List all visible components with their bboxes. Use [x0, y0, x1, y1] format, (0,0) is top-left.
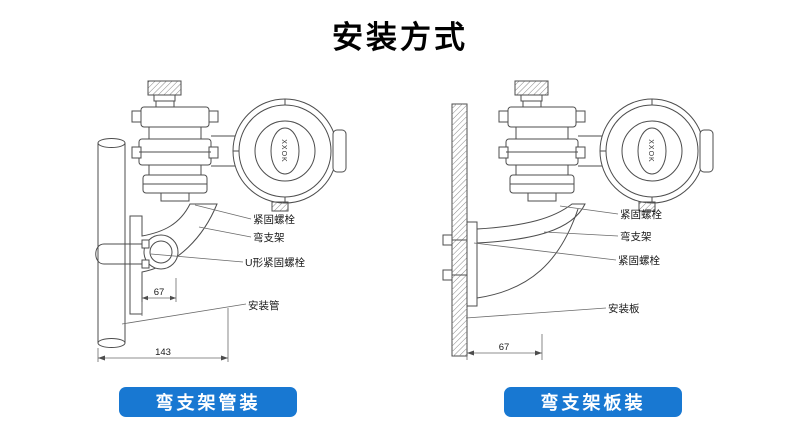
plate-mount-drawing: XXOK 紧固螺栓 [442, 80, 714, 360]
pipe-mount-drawing: XXOK [95, 80, 347, 362]
label-fastening-bolt: 紧固螺栓 [620, 208, 662, 221]
housing-end-cap [332, 129, 347, 173]
nameplate [637, 127, 667, 175]
dim-overall-width: 143 [155, 347, 171, 358]
label-fastening-bolt: 紧固螺栓 [253, 213, 295, 226]
terminal-block [514, 80, 549, 96]
label-bent-bracket: 弯支架 [253, 231, 285, 244]
dimensions: 67 [466, 334, 543, 360]
mounting-pipe [97, 138, 126, 348]
housing-bottom-connector [638, 201, 656, 212]
nameplate-text: XXOK [280, 139, 287, 162]
housing-end-cap [699, 129, 714, 173]
callouts: 紧固螺栓 弯支架 紧固螺栓 安装板 [465, 205, 662, 319]
caption-plate-mount: 弯支架板装 [504, 387, 682, 417]
housing-bottom-connector [271, 201, 289, 212]
bracket-hole [143, 234, 179, 270]
dim-bolt-spacing: 67 [154, 287, 165, 298]
dim-bolt-spacing: 67 [499, 342, 510, 353]
page-title: 安装方式 [332, 20, 468, 55]
wall-bolts [442, 234, 467, 281]
mounting-plate [451, 103, 468, 357]
caption-pipe-mount: 弯支架管装 [119, 387, 297, 417]
process-body [498, 100, 586, 202]
transmitter: XXOK [498, 80, 714, 212]
terminal-block [147, 80, 182, 96]
nameplate-text: XXOK [647, 139, 654, 162]
label-mounting-pipe: 安装管 [248, 299, 280, 312]
callouts: 紧固螺栓 弯支架 U形紧固螺栓 安装管 [121, 204, 306, 325]
label-wall-bolt: 紧固螺栓 [618, 254, 660, 267]
u-bolt [95, 239, 150, 269]
process-body [131, 100, 219, 202]
label-bent-bracket: 弯支架 [620, 230, 652, 243]
label-mounting-plate: 安装板 [608, 302, 640, 315]
dimensions: 67 143 [97, 278, 229, 362]
transmitter: XXOK [131, 80, 347, 212]
label-u-bolt: U形紧固螺栓 [245, 256, 306, 269]
nameplate [270, 127, 300, 175]
bent-bracket [129, 203, 218, 315]
bent-bracket [466, 203, 586, 307]
